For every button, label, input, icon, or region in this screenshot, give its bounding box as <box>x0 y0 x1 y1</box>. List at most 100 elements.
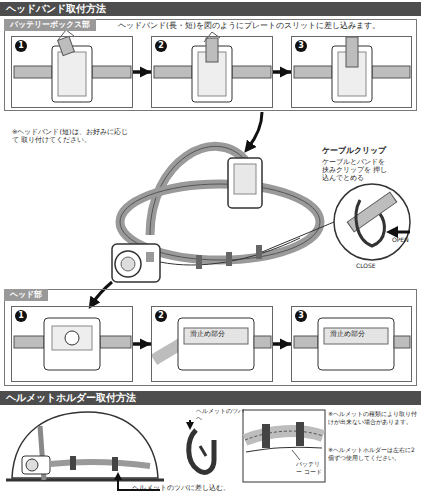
plate-mark <box>65 331 79 345</box>
instruction-text: ヘルメットのツバに差し込む。 <box>132 484 242 492</box>
press-arrow <box>392 231 410 234</box>
clip-zoom <box>334 184 410 260</box>
step-panel: 1 <box>11 36 133 108</box>
headlamp-main <box>112 146 320 282</box>
step-panel: 1 <box>11 306 133 382</box>
cable-clip <box>196 255 202 269</box>
area-label: 滑止め部分 <box>190 330 244 339</box>
zoom-circle <box>334 184 410 260</box>
hand <box>58 30 74 40</box>
area-label: 滑止め部分 <box>330 330 384 339</box>
header-text: ヘルメットホルダー取付方法 <box>6 392 136 404</box>
anti-slip-area <box>184 328 248 344</box>
plate-slit <box>58 52 86 96</box>
helmet-brim <box>6 479 164 482</box>
section-header: ヘッドバンド取付方法 <box>0 2 421 16</box>
headband <box>394 336 410 348</box>
step-number: 1 <box>15 310 27 322</box>
battery-box <box>228 158 262 208</box>
leader-line <box>292 450 300 460</box>
band-stitch <box>245 431 323 440</box>
part-label: バッテリー コード <box>296 460 324 475</box>
instruction-text: ヘッドバンド(長・短)を図のようにプレートのスリットに差し込みます。 <box>118 21 418 30</box>
part-title: ケーブルクリップ <box>322 146 420 156</box>
headband <box>14 336 44 348</box>
headband <box>254 336 271 348</box>
lamp-head <box>22 456 50 474</box>
part-description: ケーブルとバンドを 挟みクリップを 押し込んでとめる <box>322 158 394 182</box>
battery-step-3 <box>294 37 410 102</box>
lens <box>115 251 141 277</box>
headband <box>50 462 150 466</box>
hand <box>204 32 220 42</box>
leader-line <box>262 222 334 252</box>
section-header: ヘルメットホルダー取付方法 <box>0 391 421 405</box>
head-step-3 <box>294 318 410 370</box>
head-step-2 <box>154 318 271 370</box>
switch <box>146 252 154 262</box>
holder-clip <box>189 430 214 472</box>
step-panel: 2 <box>151 36 273 108</box>
battery-step-2 <box>154 32 271 102</box>
step-number: 3 <box>295 40 307 52</box>
note-text: ※ヘルメットホルダーは左右に2個ずつ使用してください。 <box>328 446 420 461</box>
helmet-holder <box>262 424 270 448</box>
anti-slip-area <box>324 328 388 344</box>
step-arrow <box>273 342 291 346</box>
plate-slot <box>52 326 92 350</box>
helmet-holder <box>296 422 304 446</box>
step-number: 2 <box>155 40 167 52</box>
holder-panel-art <box>245 422 323 460</box>
head-plate <box>318 318 394 370</box>
section-frame: バッテリーボックス部 1 2 3 <box>4 19 417 111</box>
headband <box>232 66 271 78</box>
lamp-head <box>112 244 160 282</box>
direction-label: OPEN <box>392 236 420 244</box>
headband <box>245 431 323 440</box>
helmet-holder <box>112 457 118 471</box>
headband <box>372 66 410 78</box>
band-up <box>346 37 358 67</box>
step-panel: 3 <box>291 36 412 108</box>
battery-step-1 <box>14 30 131 102</box>
step-number: 3 <box>295 310 307 322</box>
up-arrow <box>189 420 191 426</box>
headband <box>294 66 332 78</box>
callout-text: ヘルメットのツバへ <box>196 408 246 422</box>
helmet-shell <box>12 412 158 478</box>
holder-hook <box>200 446 206 456</box>
head-step-1 <box>14 318 131 370</box>
headband <box>14 66 52 78</box>
head-plate <box>44 318 100 370</box>
battery-cable <box>160 238 300 265</box>
headband <box>92 66 131 78</box>
step-panel: 2 <box>151 306 273 382</box>
step-panel: 3 <box>291 306 412 382</box>
headband <box>100 336 131 348</box>
step-arrow <box>133 342 151 346</box>
step-number: 1 <box>15 40 27 52</box>
section-tab: ヘッド部 <box>4 289 48 301</box>
step-number: 2 <box>155 310 167 322</box>
note-text: ※ヘッドバンド(短)は、お好みに応じて 取り付けてください。 <box>12 128 130 144</box>
step-arrow <box>133 70 151 74</box>
band-insert <box>206 38 218 62</box>
lens-inner <box>121 257 135 271</box>
battery-cover <box>234 164 256 194</box>
step-arrow <box>273 70 291 74</box>
cable-clip <box>226 252 232 266</box>
section-tab: バッテリーボックス部 <box>4 19 96 31</box>
head-plate <box>178 318 254 370</box>
headband <box>154 66 192 78</box>
helmet-holder <box>70 456 76 470</box>
cable-clip <box>256 245 262 259</box>
pointer-arrow <box>248 112 262 148</box>
clip-detail <box>356 200 384 246</box>
lens <box>26 459 38 471</box>
pointer-arrow <box>92 282 112 304</box>
band-insert <box>58 36 75 55</box>
